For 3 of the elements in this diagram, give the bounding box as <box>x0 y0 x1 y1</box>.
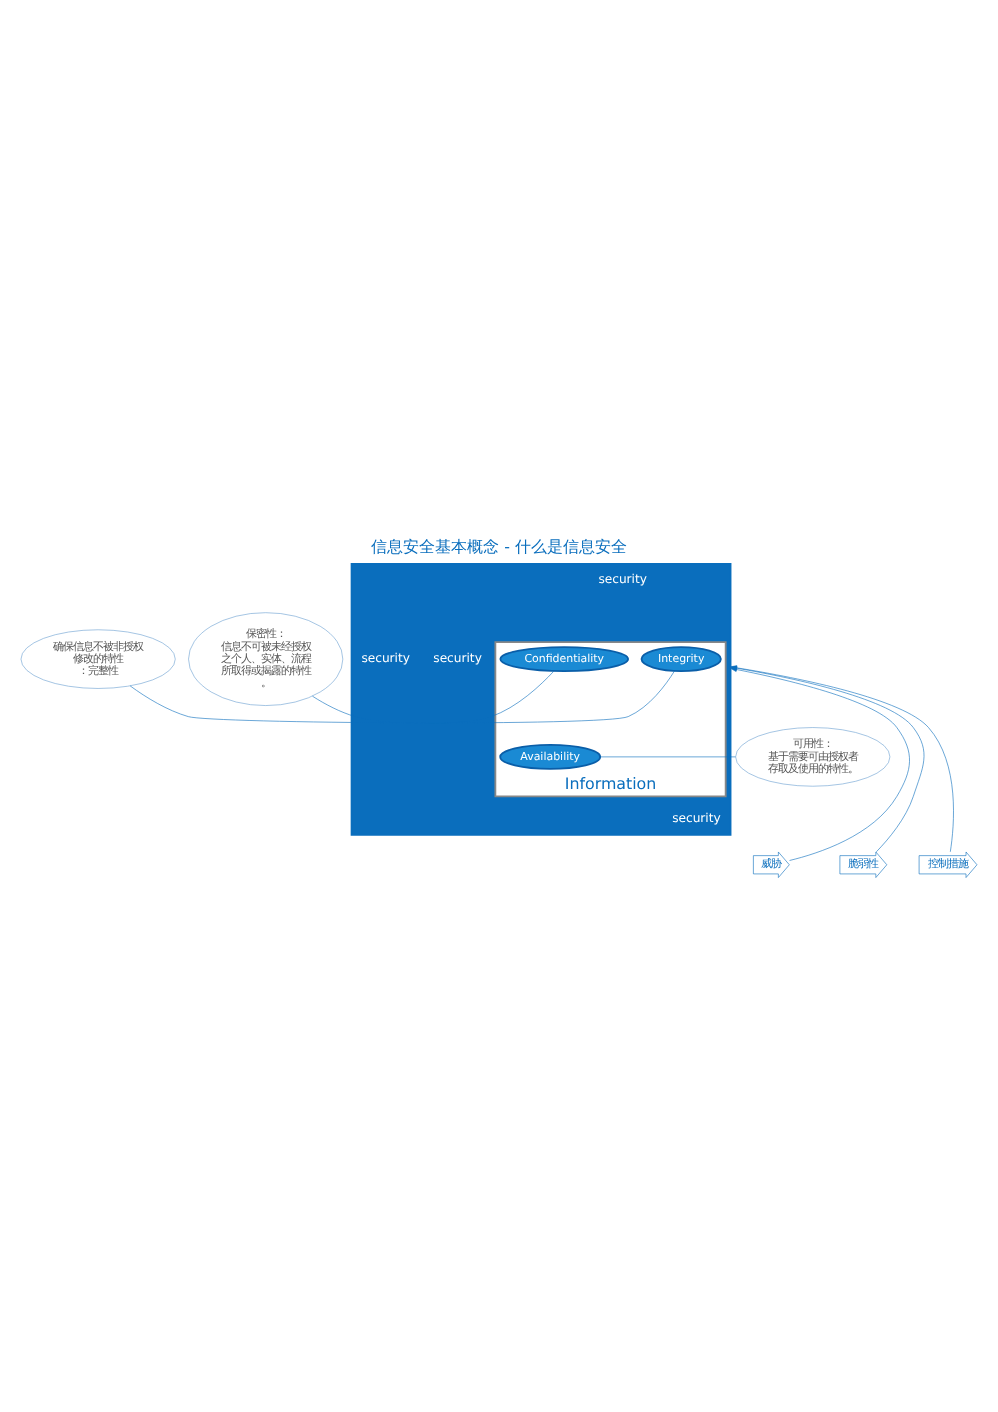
cluster <box>350 561 732 835</box>
connector <box>129 669 675 723</box>
connector <box>599 755 736 757</box>
